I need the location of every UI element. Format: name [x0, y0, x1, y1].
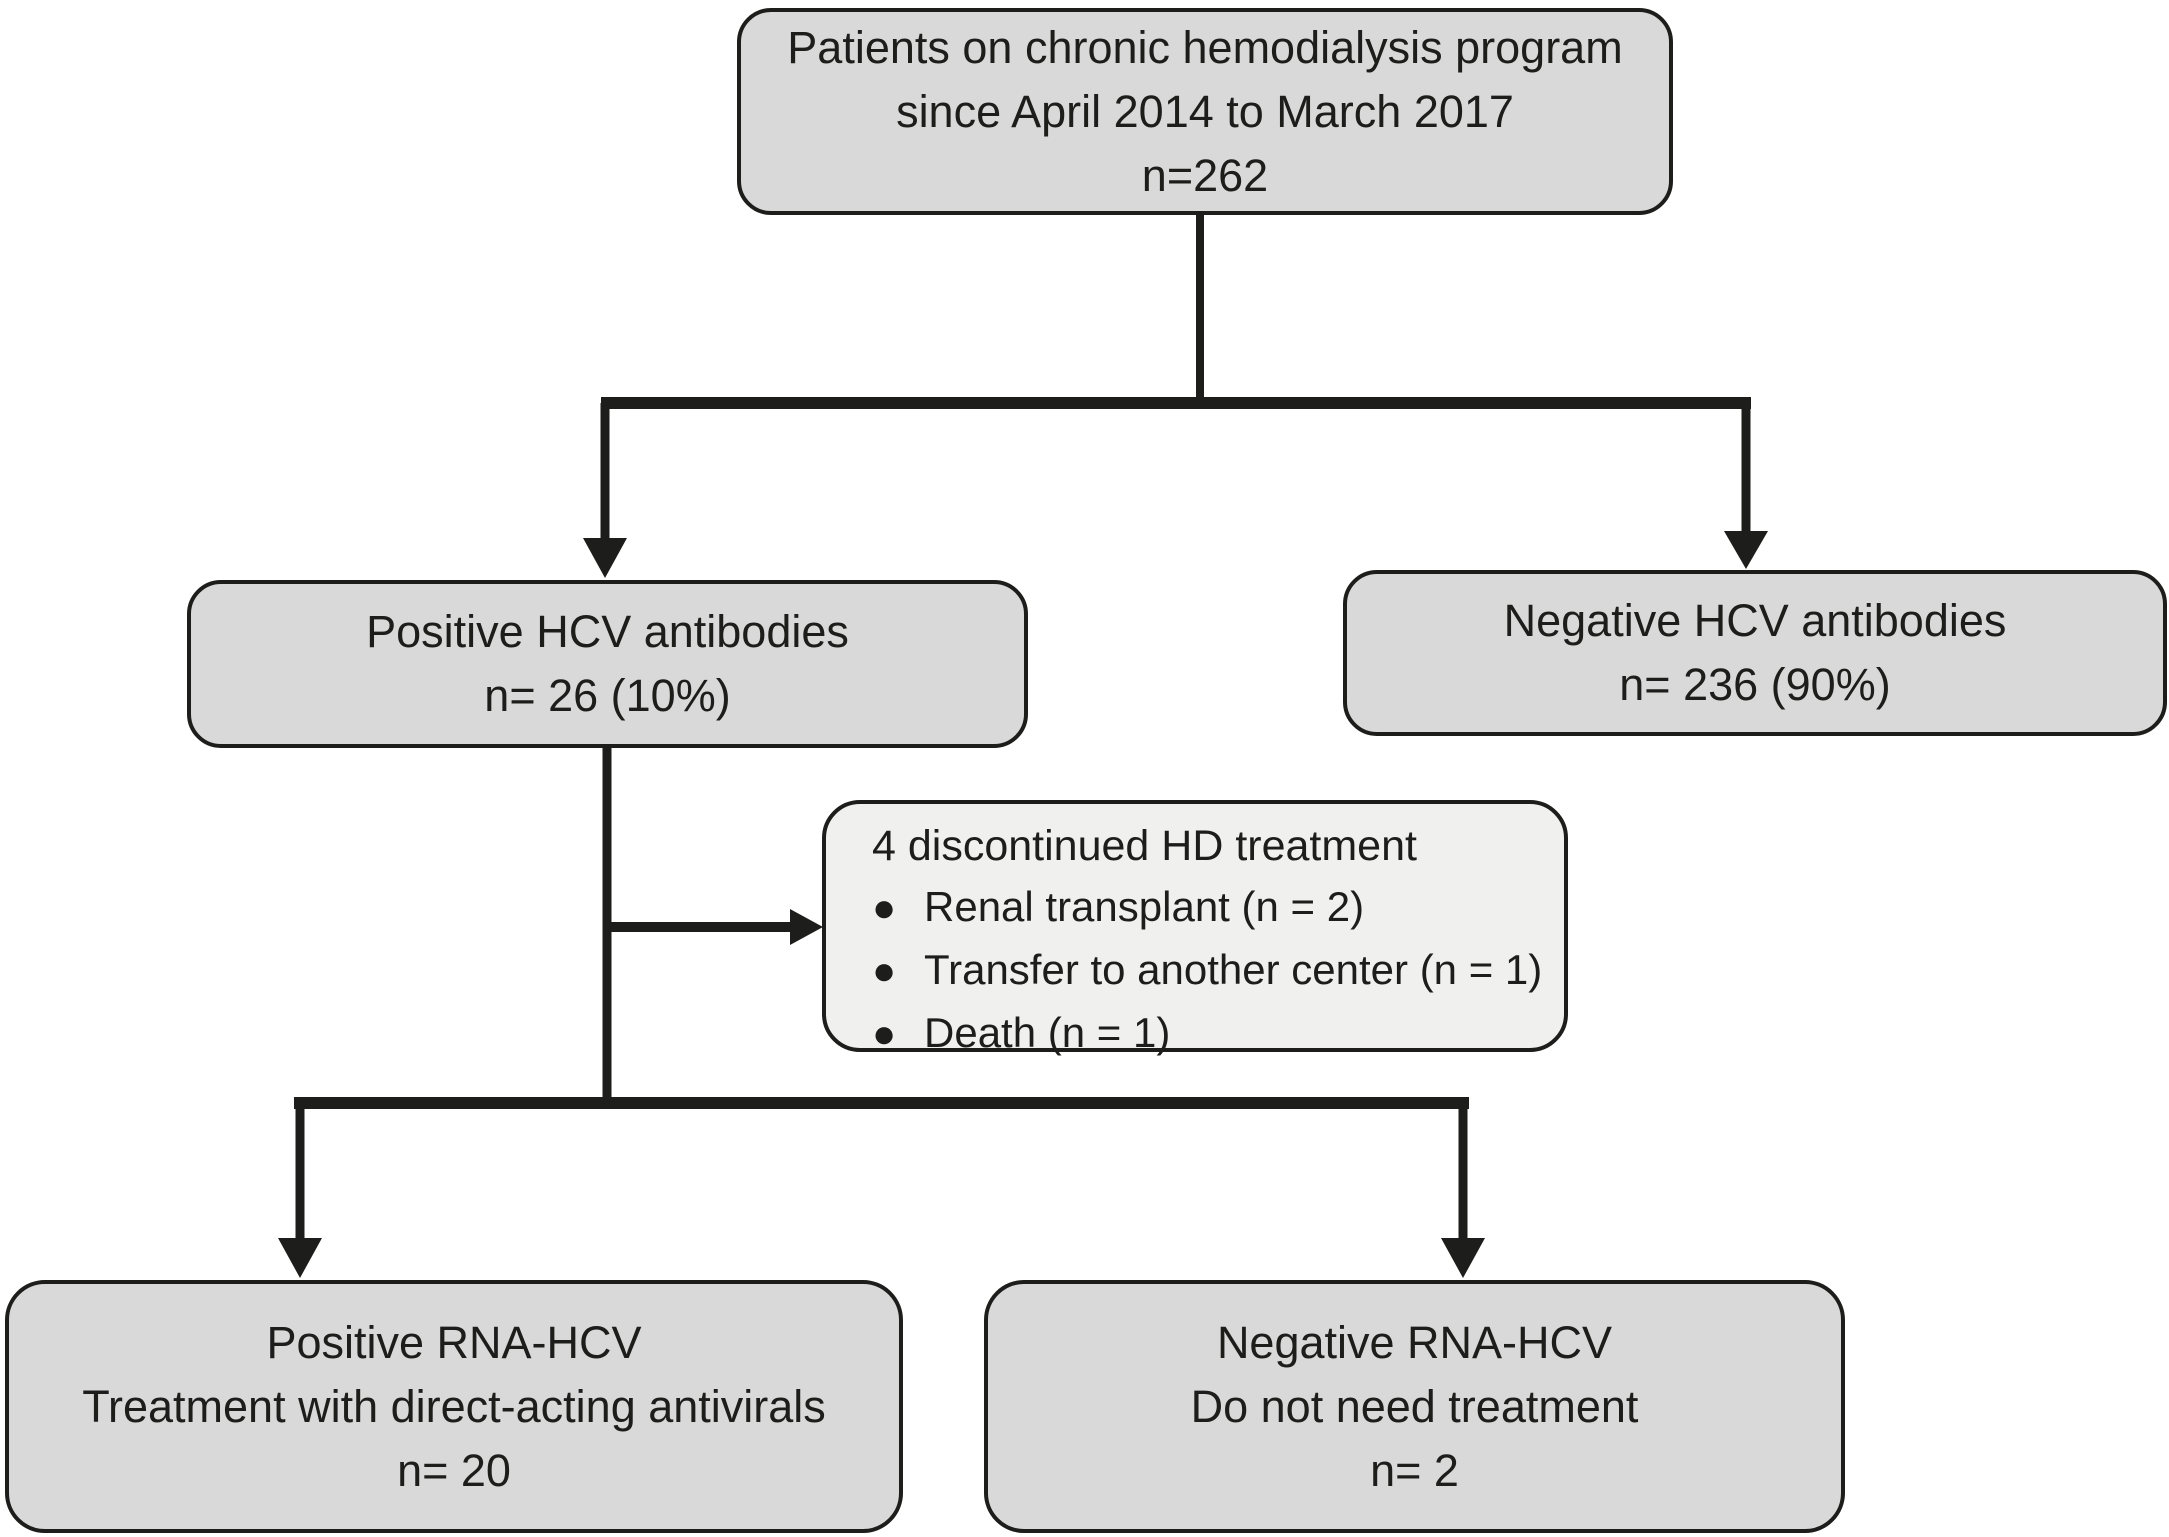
- node-positive-antibodies: Positive HCV antibodies n= 26 (10%): [187, 580, 1028, 748]
- bullet-icon: ●: [872, 1012, 897, 1056]
- discontinued-bullet-row: ● Death (n = 1): [872, 1002, 1544, 1065]
- node-positive-rna: Positive RNA-HCV Treatment with direct-a…: [5, 1280, 903, 1533]
- node-population-count: n=262: [1141, 149, 1269, 201]
- arrowhead-to-discontinued-note: [790, 909, 823, 945]
- node-population-line-1: Patients on chronic hemodialysis program: [787, 21, 1623, 73]
- bullet-icon: ●: [872, 949, 897, 993]
- discontinued-bullet-row: ● Renal transplant (n = 2): [872, 876, 1544, 939]
- bullet-icon: ●: [872, 886, 897, 930]
- node-positive-rna-label: Positive RNA-HCV: [266, 1316, 642, 1368]
- discontinued-bullet-transfer: Transfer to another center (n = 1): [924, 946, 1543, 993]
- node-positive-rna-treatment: Treatment with direct-acting antivirals: [82, 1380, 826, 1432]
- node-population: Patients on chronic hemodialysis program…: [737, 8, 1673, 215]
- node-negative-antibodies-count: n= 236 (90%): [1619, 659, 1891, 710]
- arrowhead-to-positive-antibodies: [583, 538, 627, 578]
- node-positive-rna-count: n= 20: [397, 1444, 511, 1496]
- arrowhead-to-positive-rna: [278, 1238, 322, 1278]
- node-negative-rna-treatment: Do not need treatment: [1190, 1380, 1639, 1432]
- arrowhead-to-negative-rna: [1441, 1238, 1485, 1278]
- node-negative-antibodies: Negative HCV antibodies n= 236 (90%): [1343, 570, 2167, 736]
- node-negative-rna: Negative RNA-HCV Do not need treatment n…: [984, 1280, 1845, 1533]
- discontinued-note-title: 4 discontinued HD treatment: [872, 822, 1417, 870]
- arrowhead-to-negative-antibodies: [1724, 531, 1768, 569]
- node-positive-antibodies-count: n= 26 (10%): [484, 670, 731, 721]
- node-population-line-2: since April 2014 to March 2017: [896, 85, 1514, 137]
- node-positive-antibodies-label: Positive HCV antibodies: [366, 606, 849, 657]
- discontinued-bullet-row: ● Transfer to another center (n = 1): [872, 939, 1544, 1002]
- node-negative-rna-label: Negative RNA-HCV: [1216, 1316, 1613, 1368]
- node-discontinued-note: 4 discontinued HD treatment ● Renal tran…: [822, 800, 1568, 1056]
- node-negative-rna-count: n= 2: [1370, 1444, 1459, 1496]
- discontinued-bullet-death: Death (n = 1): [924, 1009, 1171, 1056]
- node-negative-antibodies-label: Negative HCV antibodies: [1503, 595, 2007, 646]
- discontinued-bullet-renal-transplant: Renal transplant (n = 2): [924, 883, 1365, 930]
